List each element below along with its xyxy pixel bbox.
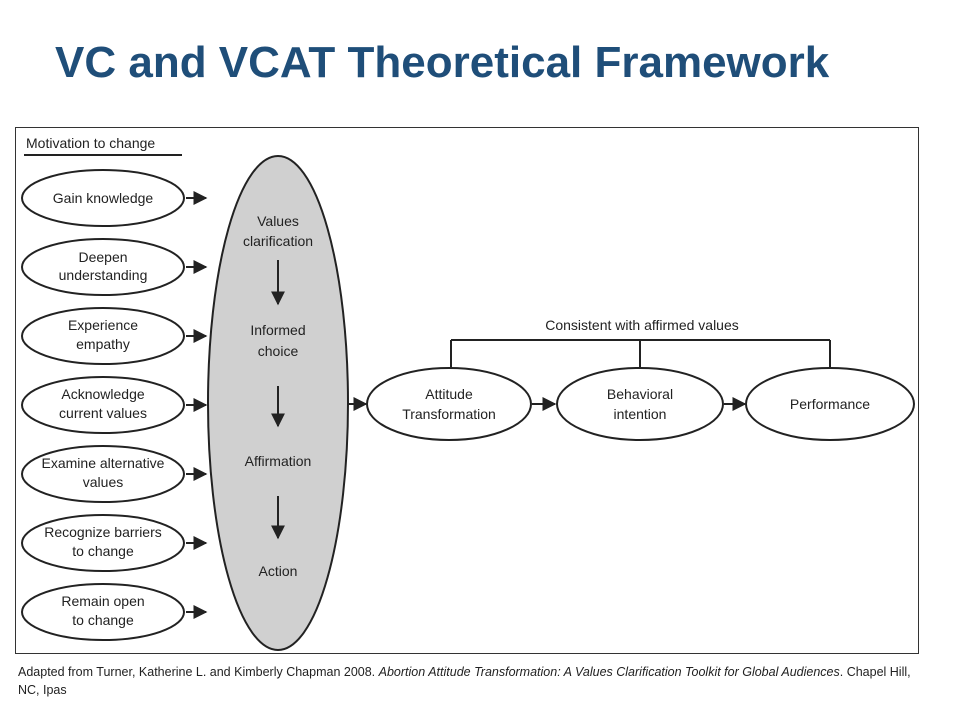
motivation-experience-empathy-line2: empathy <box>76 336 130 352</box>
framework-diagram-svg: Motivation to change Gain knowledge Deep… <box>21 135 915 651</box>
motivation-recognize-line2: to change <box>72 543 134 559</box>
motivation-gain-knowledge: Gain knowledge <box>21 169 208 227</box>
citation-suffix: . Chapel Hill, NC, Ipas <box>18 665 911 697</box>
attitude-line2: Transformation <box>402 406 496 422</box>
motivation-remain-open: Remain open to change <box>21 583 208 641</box>
motivation-recognize-barriers: Recognize barriers to change <box>21 514 208 572</box>
attitude-line1: Attitude <box>425 386 473 402</box>
motivation-examine-line2: values <box>83 474 123 490</box>
action-label: Action <box>259 563 298 579</box>
motivation-deepen-understanding-line2: understanding <box>59 267 148 283</box>
informed-choice-line2: choice <box>258 343 299 359</box>
values-clarification-line2: clarification <box>243 233 313 249</box>
motivation-deepen-understanding-line1: Deepen <box>78 249 127 265</box>
motivation-acknowledge-current-values: Acknowledge current values <box>21 376 208 434</box>
performance-label: Performance <box>790 396 870 412</box>
motivation-remain-open-line2: to change <box>72 612 134 628</box>
informed-choice-line1: Informed <box>250 322 305 338</box>
motivation-acknowledge-line1: Acknowledge <box>61 386 144 402</box>
motivation-experience-empathy-line1: Experience <box>68 317 138 333</box>
values-clarification-line1: Values <box>257 213 299 229</box>
motivation-examine-line1: Examine alternative <box>42 455 165 471</box>
consistency-label: Consistent with affirmed values <box>545 317 739 333</box>
citation-prefix: Adapted from Turner, Katherine L. and Ki… <box>18 665 379 679</box>
motivation-gain-knowledge-line1: Gain knowledge <box>53 190 154 206</box>
motivation-remain-open-line1: Remain open <box>61 593 144 609</box>
motivation-header: Motivation to change <box>26 135 155 151</box>
consistency-bracket <box>450 339 831 368</box>
motivation-examine-alternative-values: Examine alternative values <box>21 445 208 503</box>
behavioral-line1: Behavioral <box>607 386 673 402</box>
motivation-deepen-understanding: Deepen understanding <box>21 238 208 296</box>
citation-work-title: Abortion Attitude Transformation: A Valu… <box>378 665 840 679</box>
behavioral-intention-ellipse: Behavioral intention <box>556 367 724 441</box>
affirmation-label: Affirmation <box>245 453 312 469</box>
attitude-transformation-ellipse: Attitude Transformation <box>366 367 532 441</box>
slide-title: VC and VCAT Theoretical Framework <box>55 38 830 87</box>
framework-diagram: Motivation to change Gain knowledge Deep… <box>15 127 919 654</box>
motivation-recognize-line1: Recognize barriers <box>44 524 162 540</box>
performance-ellipse: Performance <box>745 367 915 441</box>
values-process-ellipse: Values clarification Informed choice Aff… <box>207 155 349 651</box>
motivation-experience-empathy: Experience empathy <box>21 307 208 365</box>
behavioral-line2: intention <box>614 406 667 422</box>
motivation-acknowledge-line2: current values <box>59 405 147 421</box>
citation-caption: Adapted from Turner, Katherine L. and Ki… <box>18 663 928 699</box>
